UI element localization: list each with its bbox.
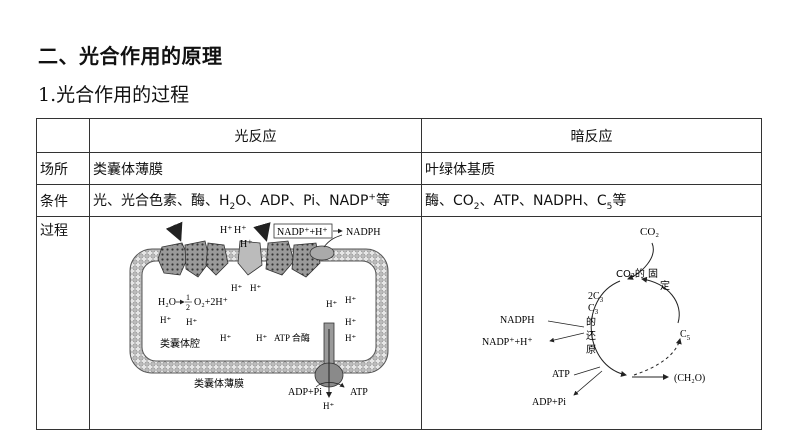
nadp-box: [273, 223, 333, 239]
h-plus-label: H⁺: [326, 299, 337, 309]
site-dark: 叶绿体基质: [421, 152, 762, 185]
membrane-label: 类囊体薄膜: [194, 377, 244, 390]
h-plus-label: H⁺: [220, 225, 233, 236]
conditions-dark: 酶、CO2、ATP、NADPH、C5等: [421, 184, 762, 217]
reduction-label-1: 的: [586, 315, 596, 328]
fixation-label-2: 固: [648, 268, 658, 280]
header-light-reaction: 光反应: [89, 118, 422, 153]
h-plus-label: H⁺: [256, 333, 267, 343]
water-label: H₂O: [158, 297, 176, 308]
photosynthesis-table: 光反应 暗反应 场所 类囊体薄膜 叶绿体基质 条件 光、光合色素、酶、H2O、A…: [36, 118, 762, 430]
adp-pi-label: ADP+Pi: [532, 397, 566, 408]
atp-label: ATP: [350, 387, 368, 398]
row-label-process: 过程: [36, 216, 90, 430]
h-plus-label: H⁺: [186, 317, 197, 327]
table-row-process: 过程: [36, 216, 762, 430]
nadp-label: NADP⁺+H⁺: [482, 337, 533, 348]
h-plus-label: H⁺: [250, 283, 261, 293]
light-reaction-diagram-cell: H⁺ H⁺ H⁺ NADP⁺+H⁺ NADPH H⁺ H⁺ H₂O 1 2 O₂…: [89, 216, 422, 430]
atp-synthase-label: ATP 合酶: [274, 332, 310, 343]
nadph-label: NADPH: [500, 315, 534, 326]
oxygen-equation: O₂+2H⁺: [194, 297, 228, 308]
adp-pi-label: ADP+Pi: [288, 387, 322, 398]
subsection-heading: 1.光合作用的过程: [38, 84, 190, 106]
row-label-site: 场所: [36, 152, 90, 185]
h-plus-label: H⁺: [220, 333, 231, 343]
half-numerator: 1: [186, 293, 190, 302]
section-heading: 二、光合作用的原理: [38, 44, 223, 68]
light-reaction-diagram: H⁺ H⁺ H⁺ NADP⁺+H⁺ NADPH H⁺ H⁺ H₂O 1 2 O₂…: [129, 221, 389, 411]
table-header-row: 光反应 暗反应: [36, 118, 762, 153]
half-denominator: 2: [186, 303, 190, 312]
header-dark-reaction: 暗反应: [421, 118, 762, 153]
lumen-label: 类囊体腔: [160, 337, 200, 350]
conditions-light: 光、光合色素、酶、H2O、ADP、Pi、NADP+等: [89, 184, 422, 217]
fixation-label-3: 定: [660, 279, 670, 292]
h-plus-label: H⁺: [234, 225, 247, 236]
c3-label: C3: [588, 303, 599, 316]
h-plus-label: H⁺: [231, 283, 242, 293]
h-plus-label: H⁺: [323, 401, 334, 411]
c5-label: C5: [680, 329, 691, 342]
h-plus-label: H⁺: [345, 333, 356, 343]
photosystem-complexes: [157, 240, 335, 278]
h-plus-label: H⁺: [240, 239, 253, 250]
fixation-label: CO₂的: [616, 267, 645, 280]
table-row-conditions: 条件 光、光合色素、酶、H2O、ADP、Pi、NADP+等 酶、CO2、ATP、…: [36, 184, 762, 217]
reduction-label-2: 还: [586, 330, 596, 342]
dark-reaction-diagram-cell: CO₂ CO₂的 固 定 2C3 C3 的 还 原 NADPH NADP⁺+H⁺: [421, 216, 762, 430]
atp-label: ATP: [552, 369, 570, 380]
row-label-conditions: 条件: [36, 184, 90, 217]
h-plus-label: H⁺: [345, 317, 356, 327]
table-row-site: 场所 类囊体薄膜 叶绿体基质: [36, 152, 762, 185]
calvin-cycle-diagram: CO₂ CO₂的 固 定 2C3 C3 的 还 原 NADPH NADP⁺+H⁺: [482, 226, 705, 408]
atp-synthase: [314, 322, 344, 398]
h-plus-label: H⁺: [160, 315, 171, 325]
reduction-label-3: 原: [586, 344, 596, 356]
two-c3-label: 2C3: [588, 291, 604, 304]
nadp-label: NADP⁺+H⁺: [277, 227, 328, 238]
ch2o-label: (CH₂O): [674, 373, 705, 384]
site-light: 类囊体薄膜: [89, 152, 422, 185]
co2-label: CO₂: [640, 226, 659, 238]
h-plus-label: H⁺: [345, 295, 356, 305]
nadph-label: NADPH: [346, 227, 380, 238]
header-blank-cell: [36, 118, 90, 153]
